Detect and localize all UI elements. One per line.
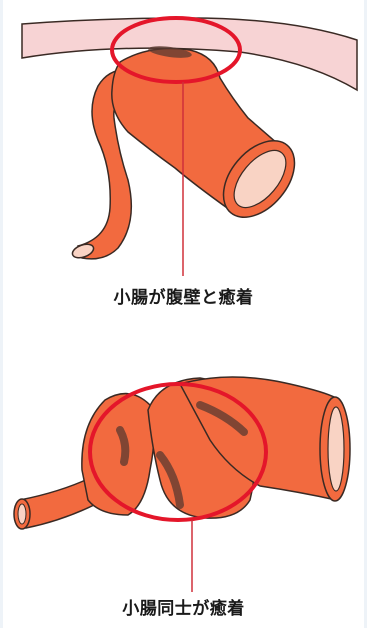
adhesion-mark-wall xyxy=(148,46,192,58)
adhesion-mark-1 xyxy=(116,426,130,466)
adhesion-mark-2 xyxy=(156,451,184,509)
left-tube-lumen xyxy=(17,503,27,525)
thin-loop-opening xyxy=(71,243,95,259)
caption-intestine-abdominal-wall-adhesion: 小腸が腹壁と癒着 xyxy=(113,288,254,308)
panel-top xyxy=(21,16,358,276)
caption-intestine-intestine-adhesion: 小腸同士が癒着 xyxy=(122,599,245,619)
main-segment-lumen xyxy=(233,149,287,209)
small-intestine-loop-left xyxy=(81,392,155,516)
abdominal-wall xyxy=(21,17,358,92)
highlight-circle-bottom xyxy=(88,382,268,522)
panel-bottom xyxy=(13,376,351,592)
highlight-circle-top xyxy=(110,16,242,84)
adhesion-mark-3 xyxy=(196,401,248,436)
right-segment-lumen xyxy=(327,406,345,492)
